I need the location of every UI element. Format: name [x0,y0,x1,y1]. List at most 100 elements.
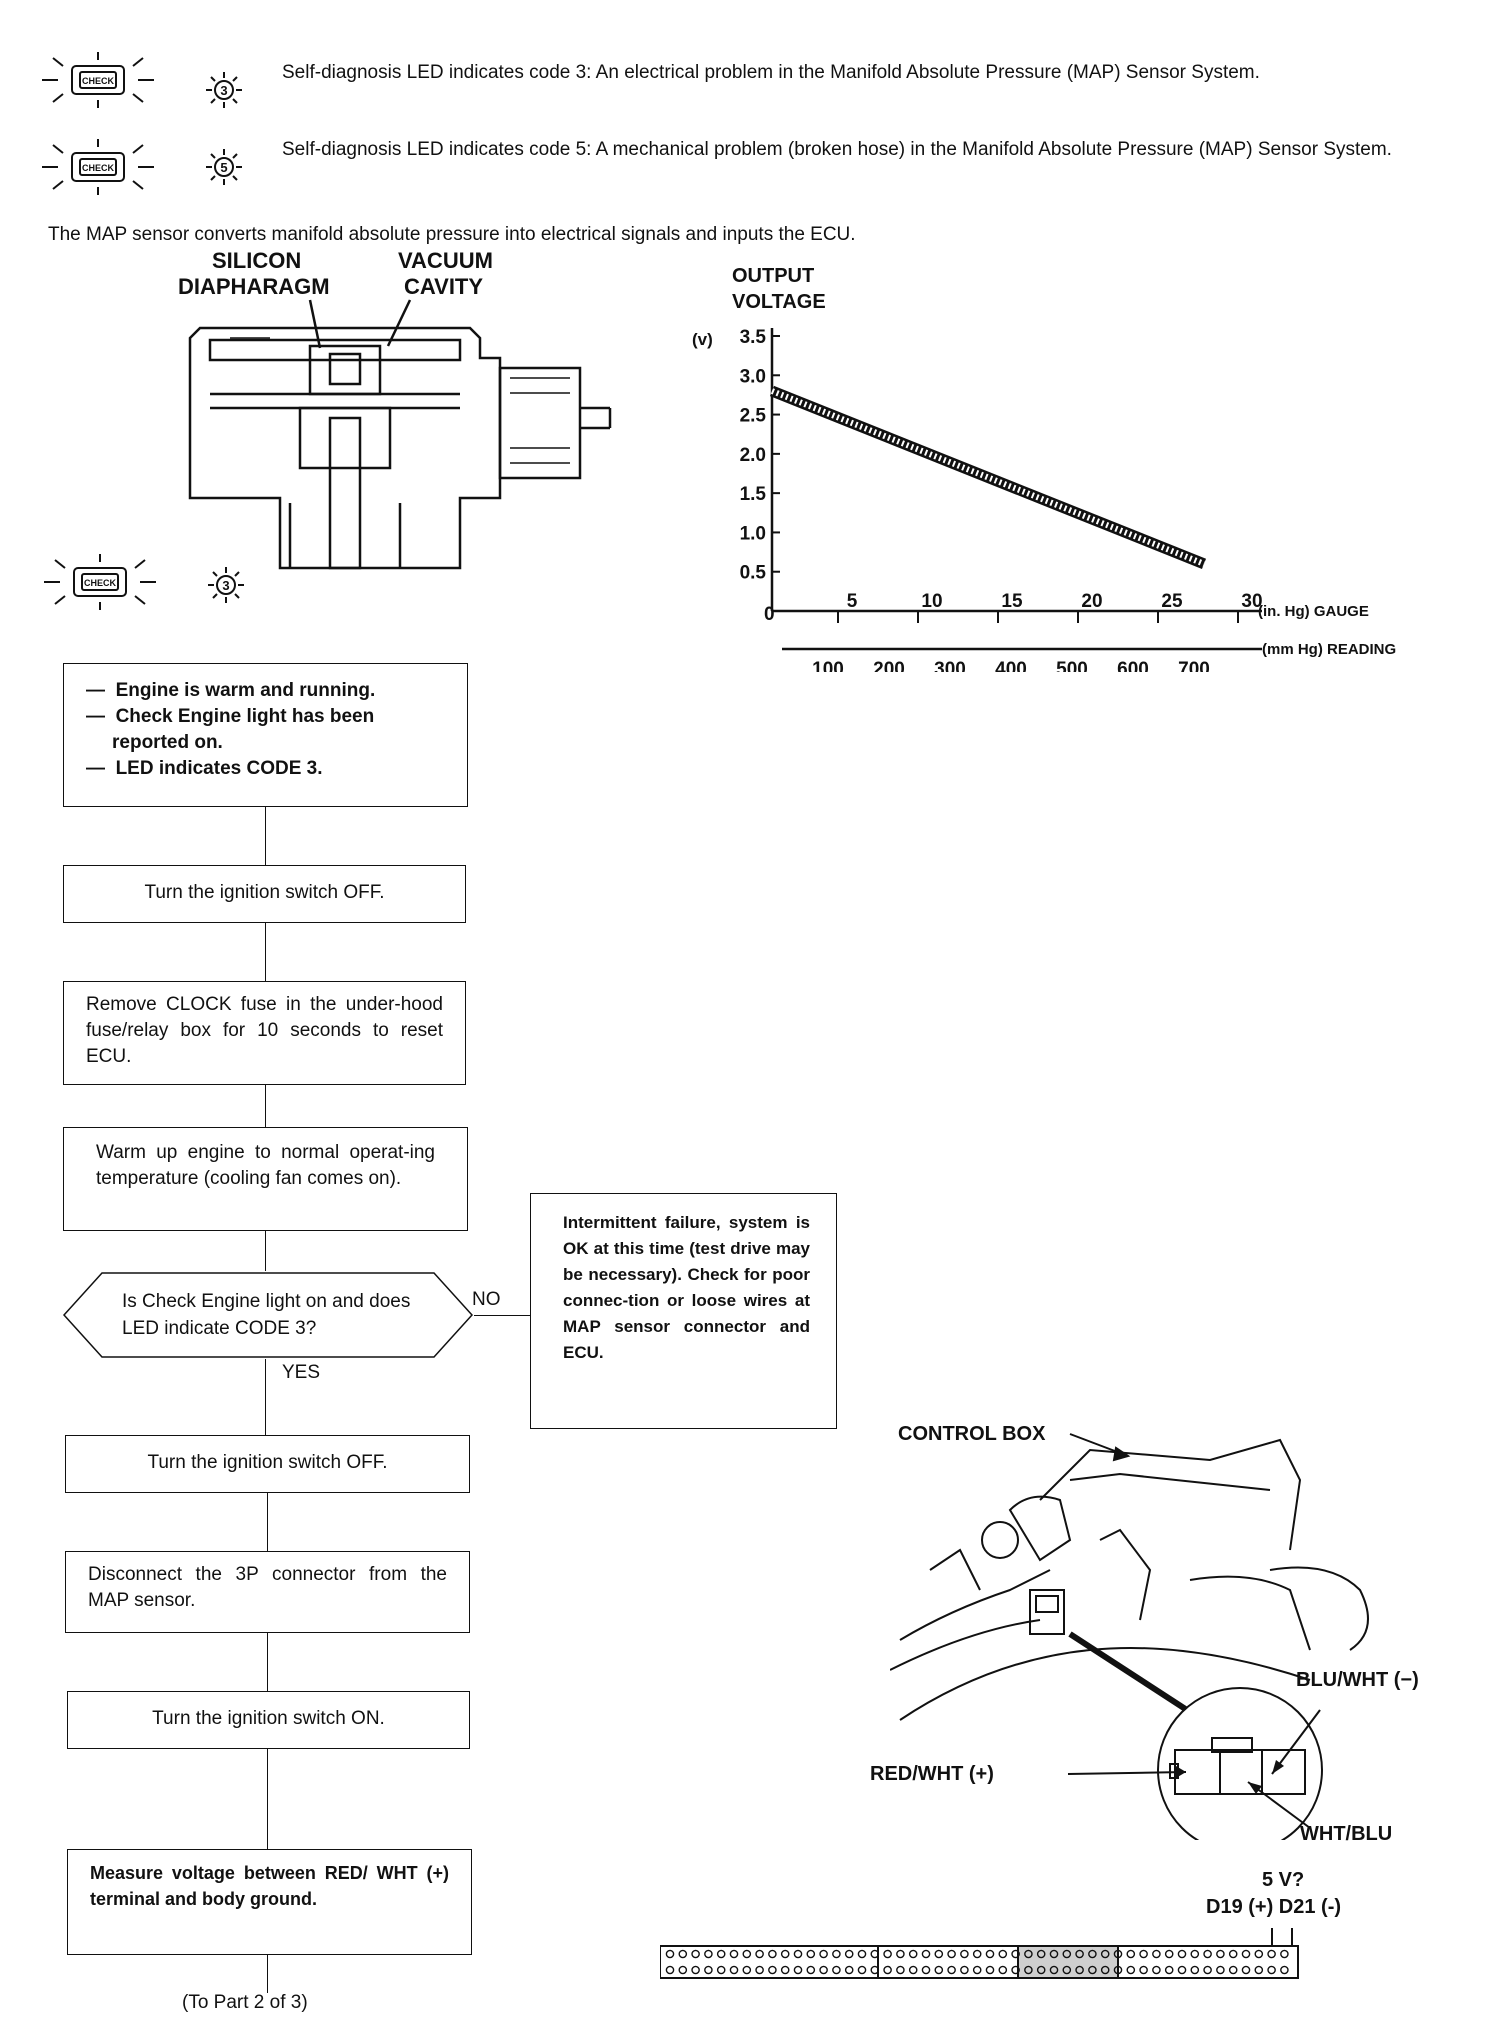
ecu-pin [1228,1949,1238,1959]
ecu-pin [908,1965,918,1975]
check-engine-icon: CHECK [40,552,160,612]
ecu-connector-strip [659,1920,1300,1980]
ecu-pin [729,1965,739,1975]
chart-y-unit: (v) [692,330,713,349]
chart-x-label-inhg: (in. Hg) GAUGE [1258,603,1369,620]
chart-mm-tick-label: 500 [1056,659,1088,672]
step-disconnect-3p: Disconnect the 3P connector from the MAP… [65,1551,470,1633]
flow-connector [265,1231,266,1271]
chart-mm-tick-label: 700 [1178,659,1210,672]
ecu-pin [1228,1965,1238,1975]
chart-x-tick-label: 25 [1161,591,1183,612]
ecu-pin [1011,1949,1020,1959]
step-remove-clock-fuse: Remove CLOCK fuse in the under-hood fuse… [63,981,466,1085]
label-vacuum: VACUUM [398,248,493,273]
continue-label: (To Part 2 of 3) [182,1992,308,2013]
ecu-pin [947,1965,956,1975]
ecu-pin [1241,1965,1251,1975]
code5-description: Self-diagnosis LED indicates code 5: A m… [282,139,1392,160]
chart-x-tick-label: 15 [1001,591,1023,612]
start-item: LED indicates CODE 3. [86,756,445,782]
ecu-pin [691,1965,700,1975]
ecu-pin [1036,1949,1046,1959]
ecu-pin [1062,1949,1072,1959]
blink-3-icon: 3 [204,70,244,110]
ecu-pin [1049,1949,1059,1959]
flow-connector [265,807,266,865]
ecu-pin [1203,1949,1212,1959]
ecu-pin [1088,1949,1097,1959]
ecu-pin [1254,1965,1264,1975]
ecu-pin [985,1965,995,1975]
ecu-pin [806,1949,816,1959]
yes-label: YES [282,1362,321,1383]
code3-description: Self-diagnosis LED indicates code 3: An … [282,62,1260,83]
ecu-pin [665,1965,675,1975]
ecu-pin [1100,1965,1110,1975]
chart-title-line1: OUTPUT [732,265,814,287]
ecu-pin [972,1965,982,1975]
label-diapharagm: DIAPHARAGM [178,274,330,299]
ecu-pin [819,1949,828,1959]
svg-text:CHECK: CHECK [82,163,115,173]
ecu-pin [806,1965,816,1975]
chart-y-tick-label: 2.0 [740,445,766,466]
blu-wht-label: BLU/WHT (−) [1296,1669,1419,1691]
ecu-pin [665,1949,675,1959]
ecu-pin [704,1965,713,1975]
ecu-pin [1062,1965,1072,1975]
ecu-pin [844,1949,854,1959]
step-warm-up-engine: Warm up engine to normal operat-ing temp… [63,1127,468,1231]
ecu-pin [1190,1965,1200,1975]
ecu-pin [883,1949,892,1959]
chart-mm-tick-label: 100 [812,659,844,672]
ecu-pin [857,1965,867,1975]
ecu-pin [1280,1949,1289,1959]
chart-y-tick-label: 1.0 [740,523,766,544]
flow-connector [265,1359,266,1435]
ecu-pin [768,1949,777,1959]
ecu-pin [1267,1949,1276,1959]
ecu-pin [1254,1949,1264,1959]
start-item: Engine is warm and running. [86,678,445,704]
ecu-pin [793,1949,803,1959]
ecu-pin [742,1965,752,1975]
ecu-pin [896,1965,905,1975]
ecu-pin [947,1949,956,1959]
start-conditions-box: Engine is warm and running. Check Engine… [63,663,468,807]
engine-bay-illustration [889,1420,1450,1853]
ecu-pin [742,1949,752,1959]
chart-y-tick-label: 2.5 [740,406,767,427]
ecu-pin [832,1949,841,1959]
ecu-pin [1113,1965,1123,1975]
ecu-pin [1075,1949,1084,1959]
flow-connector [265,923,266,981]
ecu-pin [729,1949,739,1959]
map-sensor-cutaway [170,298,620,598]
chart-x-label-mmhg: (mm Hg) READING [1262,641,1396,658]
ecu-pin [1011,1965,1020,1975]
ecu-pin [1177,1965,1187,1975]
ecu-pin [716,1965,726,1975]
chart-x-origin: 0 [764,604,775,625]
ecu-pin [1152,1949,1161,1959]
ecu-pin [1088,1965,1097,1975]
ecu-pin [1113,1949,1123,1959]
chart-title-line2: VOLTAGE [732,291,826,313]
ecu-pin [1139,1949,1148,1959]
ecu-pin [1177,1949,1187,1959]
step-measure-voltage: Measure voltage between RED/ WHT (+) ter… [67,1849,472,1955]
ecu-pin [921,1949,931,1959]
intermittent-failure-box: Intermittent failure, system is OK at th… [530,1193,837,1429]
chart-mm-tick-label: 300 [934,659,966,672]
no-label: NO [472,1289,501,1310]
wht-blu-label: WHT/BLU [1300,1823,1393,1845]
ecu-pin [1190,1949,1200,1959]
ecu-pin [1216,1949,1225,1959]
check-engine-icon: CHECK [38,50,158,110]
ecu-pin [985,1949,995,1959]
chart-x-tick-label: 20 [1081,591,1102,612]
flow-connector [267,1633,268,1691]
ecu-pin [678,1949,688,1959]
